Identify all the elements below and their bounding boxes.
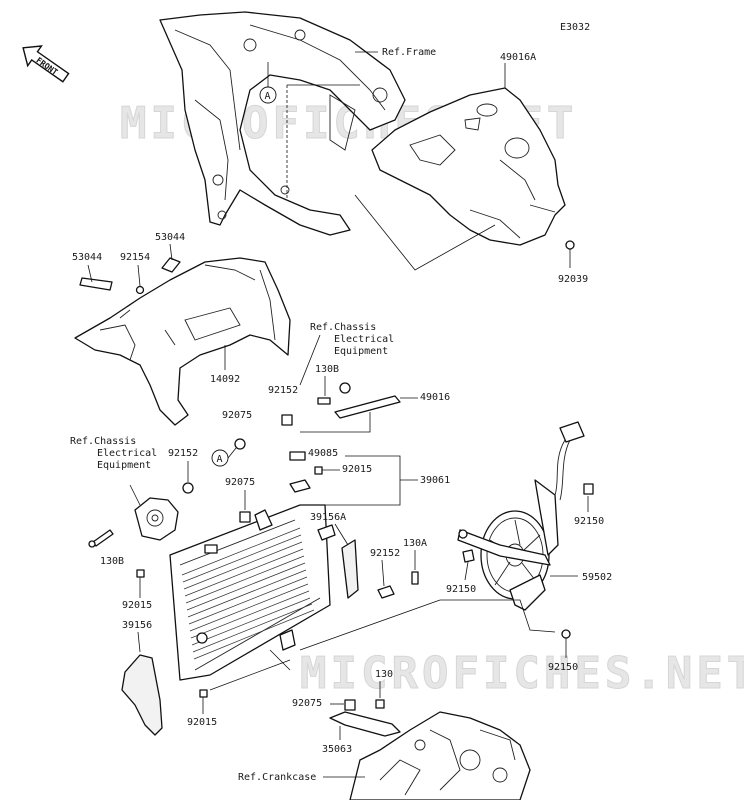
part-radiator <box>169 504 331 681</box>
callout-a-mid-text: A <box>217 454 223 465</box>
label-ref-chassis-top-2: Electrical <box>334 334 394 345</box>
diagram-code: E3032 <box>560 22 590 33</box>
label-92150-bottom: 92150 <box>548 662 578 673</box>
part-reservoir-cap <box>134 497 179 541</box>
label-92015-bottom: 92015 <box>187 717 217 728</box>
callout-a-top-text: A <box>265 91 271 102</box>
label-ref-chassis-left-1: Ref.Chassis <box>70 436 136 447</box>
label-92075-mid: 92075 <box>225 477 255 488</box>
part-crankcase <box>349 711 531 800</box>
label-53044-right: 53044 <box>155 232 185 243</box>
label-39061: 39061 <box>420 475 450 486</box>
label-ref-chassis-left-3: Equipment <box>97 460 151 471</box>
label-92154: 92154 <box>120 252 150 263</box>
label-92152-right: 92152 <box>370 548 400 559</box>
label-92150-mid: 92150 <box>446 584 476 595</box>
label-92075-bottom: 92075 <box>292 698 322 709</box>
label-49085: 49085 <box>308 448 338 459</box>
part-35063-stay <box>329 711 401 737</box>
part-53044-left-strip <box>79 277 113 291</box>
label-ref-chassis-left-2: Electrical <box>97 448 157 459</box>
label-92039: 92039 <box>558 274 588 285</box>
label-49016: 49016 <box>420 392 450 403</box>
label-39156A: 39156A <box>310 512 346 523</box>
label-53044-left: 53044 <box>72 252 102 263</box>
label-49016A: 49016A <box>500 52 536 63</box>
label-14092: 14092 <box>210 374 240 385</box>
label-92015-top: 92015 <box>342 464 372 475</box>
label-92150-top: 92150 <box>574 516 604 527</box>
label-ref-crankcase: Ref.Crankcase <box>238 772 316 783</box>
label-35063: 35063 <box>322 744 352 755</box>
part-59502-fan <box>457 479 559 611</box>
watermark-bottom: MICROFICHES.NET <box>300 648 744 699</box>
label-130A: 130A <box>403 538 427 549</box>
part-39156A-shroud <box>341 539 359 599</box>
part-39156-shroud <box>121 654 163 736</box>
part-14092-duct <box>74 257 291 426</box>
label-130B-top: 130B <box>315 364 339 375</box>
label-ref-chassis-top-3: Equipment <box>334 346 388 357</box>
label-ref-chassis-top-1: Ref.Chassis <box>310 322 376 333</box>
label-59502: 59502 <box>582 572 612 583</box>
label-ref-frame: Ref.Frame <box>382 47 436 58</box>
front-arrow-icon: FRONT <box>22 45 70 83</box>
label-92015-left: 92015 <box>122 600 152 611</box>
label-92152-top: 92152 <box>268 385 298 396</box>
label-130B-left: 130B <box>100 556 124 567</box>
frame-part <box>159 11 406 236</box>
part-49016A-cover <box>371 87 566 246</box>
label-130: 130 <box>375 669 393 680</box>
part-53044-right-strip <box>161 257 181 273</box>
label-92152-left: 92152 <box>168 448 198 459</box>
label-39156: 39156 <box>122 620 152 631</box>
label-92075-top: 92075 <box>222 410 252 421</box>
